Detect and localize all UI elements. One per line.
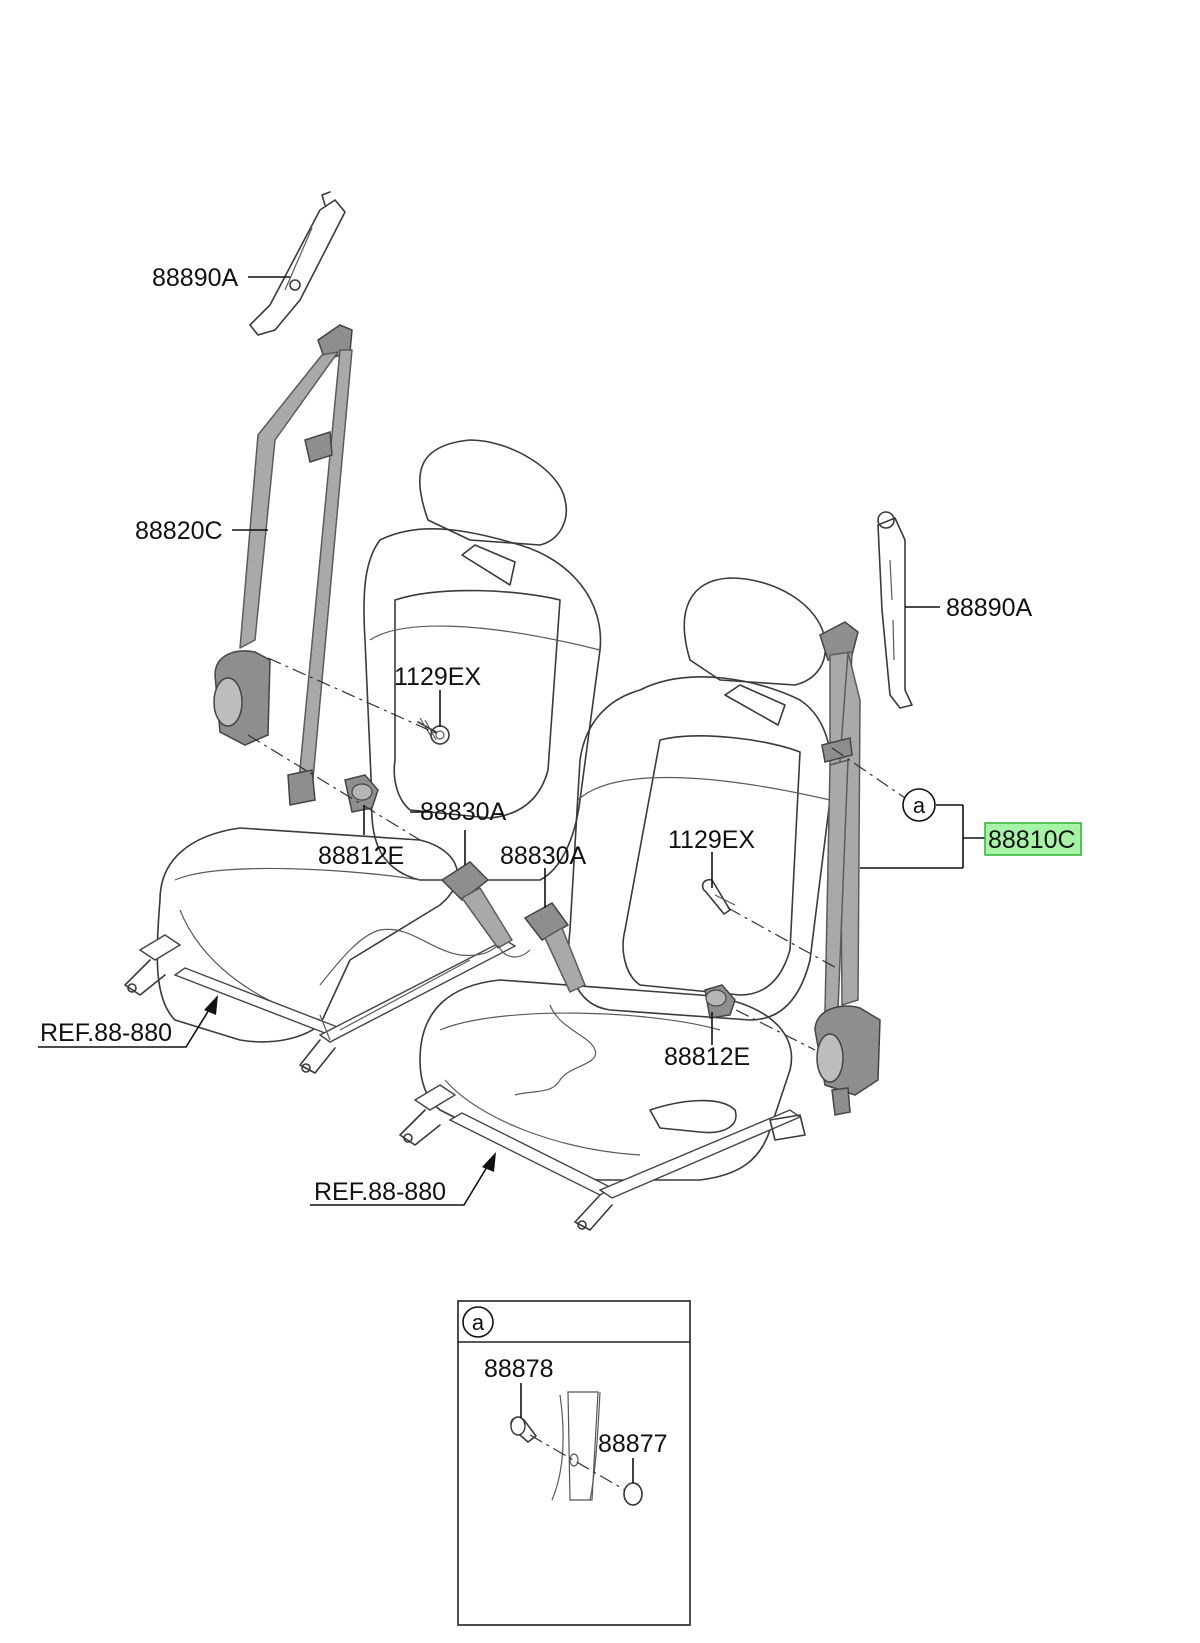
callout-a-circle[interactable]	[902, 788, 936, 822]
label-anchor-right[interactable]: 88890A	[946, 594, 1033, 622]
left-belt-assembly	[213, 324, 353, 806]
detail-a-box: a 88878 88877	[457, 1300, 691, 1626]
stud-88812e-right	[704, 984, 736, 1019]
label-bolt-left[interactable]: 1129EX	[394, 663, 481, 691]
right-anchor-bracket	[877, 511, 913, 709]
left-anchor-bracket	[249, 191, 346, 336]
label-ref-left[interactable]: REF.88-880	[40, 1019, 172, 1047]
label-88877[interactable]: 88877	[598, 1430, 668, 1458]
label-anchor-left[interactable]: 88890A	[152, 264, 239, 292]
callout-a-text: a	[913, 793, 926, 818]
label-belt-right[interactable]: 88810C	[988, 826, 1076, 854]
highlight-box[interactable]	[984, 822, 1082, 856]
leader-lines	[38, 276, 985, 1206]
detail-a-circle	[462, 1306, 494, 1338]
detail-title: a	[472, 1310, 485, 1335]
right-belt-assembly	[814, 621, 881, 1116]
label-stud-left[interactable]: 88812E	[318, 842, 404, 870]
label-stud-right[interactable]: 88812E	[664, 1043, 750, 1071]
label-buckle-1[interactable]: 88830A	[420, 798, 507, 826]
label-88878[interactable]: 88878	[484, 1355, 554, 1383]
label-buckle-2[interactable]: 88830A	[500, 842, 587, 870]
part-labels: 88890A 88820C 1129EX 88830A 88812E 88830…	[40, 264, 1082, 1206]
label-belt-left[interactable]: 88820C	[135, 517, 223, 545]
label-bolt-right[interactable]: 1129EX	[668, 826, 755, 854]
left-seat	[124, 439, 602, 1074]
bolt-1129ex-left	[417, 717, 450, 745]
stud-88812e-left	[344, 774, 379, 813]
buckle-1	[440, 861, 531, 958]
bolt-1129ex-right	[701, 878, 736, 915]
buckle-2	[523, 902, 586, 993]
label-ref-right[interactable]: REF.88-880	[314, 1178, 446, 1206]
right-seat	[399, 577, 833, 1231]
alignment-lines	[247, 657, 909, 1051]
